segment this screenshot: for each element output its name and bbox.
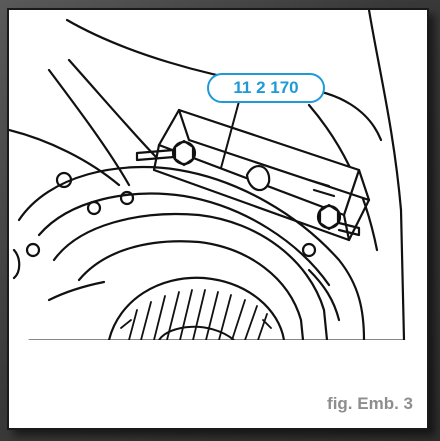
cover-flange	[47, 280, 106, 302]
tool-reference-label: 11 2 170	[207, 73, 325, 103]
diaphragm-fingers	[120, 289, 272, 340]
cover-outer	[52, 213, 329, 340]
diaphragm-center	[158, 325, 235, 340]
tool-screw-left	[135, 148, 176, 162]
flywheel-hole-3	[119, 190, 135, 206]
figure-caption: fig. Emb. 3	[327, 394, 413, 413]
housing-right-edge	[367, 10, 406, 340]
housing-left-diagonal	[47, 68, 131, 187]
cover-flange-2	[307, 268, 341, 322]
flywheel-hole-4	[301, 242, 317, 258]
tool-hatching-1	[307, 178, 331, 188]
flywheel-ring-2	[37, 192, 331, 287]
flywheel-hole-1	[55, 171, 73, 189]
housing-left-edge	[9, 128, 121, 187]
tool-hatching-2	[312, 188, 336, 198]
flywheel-notch	[12, 248, 21, 280]
clutch-line-drawing	[9, 10, 406, 340]
flywheel-outer	[17, 165, 366, 340]
flywheel-hole-2	[86, 200, 102, 216]
label-leader-line	[220, 93, 242, 169]
flywheel-hole-5	[25, 242, 41, 258]
tool-screw-right	[337, 221, 361, 237]
housing-left-diagonal-2	[67, 58, 161, 162]
tool-center-notch	[245, 165, 271, 192]
tool-bolt-left-hex	[173, 139, 195, 167]
figure-panel: 11 2 170 fig. Emb. 3	[7, 8, 429, 430]
diaphragm-ring	[107, 276, 286, 340]
cover-inner	[77, 240, 305, 340]
